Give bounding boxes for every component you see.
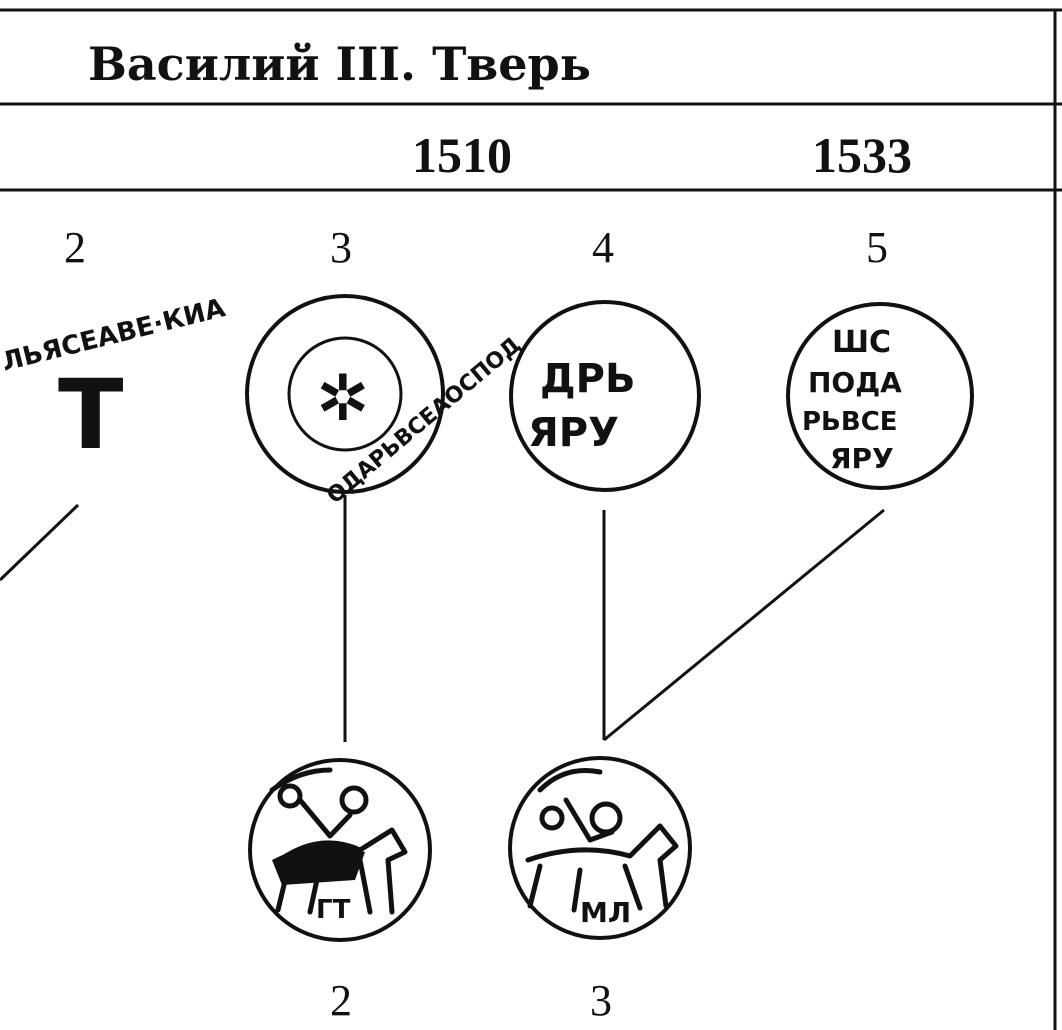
year-start: 1510 [412, 127, 512, 183]
link-coin5-to-bottom3 [603, 508, 885, 742]
page-title: Василий III. Тверь [88, 37, 591, 91]
bottom-label-2: 2 [330, 976, 352, 1025]
coin-bottom-2-mark: ГТ [316, 895, 351, 925]
top-label-4: 4 [592, 223, 614, 272]
coin-top-5-rim [786, 302, 974, 490]
horse-body-icon [272, 845, 365, 885]
coin-top-3: ✲ ОДАРЬВСЕАОСПОД [245, 294, 526, 509]
coin-top-4-line2: ЯРУ [528, 410, 619, 456]
horseman-icon [269, 767, 408, 915]
coin-bottom-3: МЛ [508, 756, 692, 940]
horseman-icon-2 [525, 767, 679, 913]
link-coin2-offscreen [0, 503, 80, 582]
coin-top-3-center: ✲ [316, 362, 370, 436]
top-label-2: 2 [64, 223, 86, 272]
bottom-label-3: 3 [590, 976, 612, 1025]
coin-top-4-rim [509, 300, 701, 492]
coin-top-4: ДРЬ ЯРУ [509, 300, 701, 492]
coin-top-4-line1: ДРЬ [540, 356, 635, 402]
top-label-3: 3 [330, 223, 352, 272]
coin-top-3-inner-ring [287, 336, 403, 452]
coin-top-5-line2: ПОДА [808, 366, 902, 399]
coin-top-3-rim [245, 294, 445, 494]
coin-top-2-rim [0, 316, 170, 500]
coin-top-5-line4: ЯРУ [830, 442, 894, 475]
coin-bottom-3-mark: МЛ [580, 896, 631, 929]
coin-top-5-line3: РЬВСЕ [802, 407, 898, 437]
coin-bottom-2: ГТ [248, 758, 432, 942]
coin-top-5: ШС ПОДА РЬВСЕ ЯРУ [786, 302, 974, 490]
coin-top-2: Т ЛЬЯСЕАВЕ·КИА [0, 293, 228, 500]
top-label-5: 5 [866, 223, 888, 272]
coin-top-2-center: Т [58, 359, 123, 471]
year-end: 1533 [812, 127, 912, 183]
coin-top-5-line1: ШС [832, 325, 891, 360]
